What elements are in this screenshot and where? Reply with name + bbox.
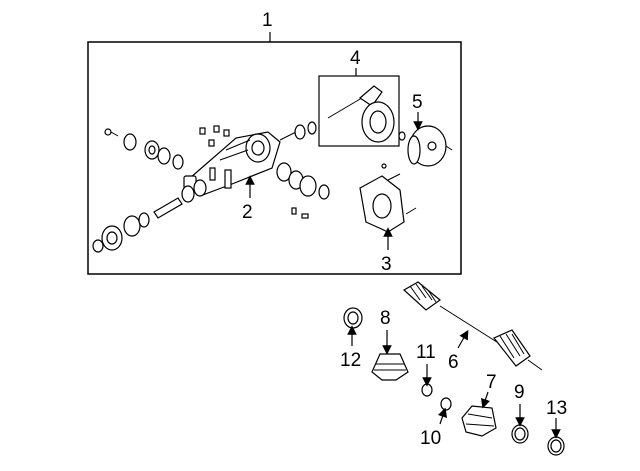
boot-8 bbox=[371, 353, 409, 381]
callout-7: 7 bbox=[486, 372, 497, 393]
callout-5: 5 bbox=[412, 92, 423, 113]
lower-left-axle bbox=[92, 179, 207, 253]
washer-11 bbox=[421, 383, 433, 397]
left-seals bbox=[104, 128, 184, 170]
boot-7 bbox=[461, 405, 497, 437]
differential-case bbox=[398, 125, 453, 167]
callout-10: 10 bbox=[420, 428, 441, 449]
callout-8: 8 bbox=[380, 308, 391, 329]
callout-6: 6 bbox=[448, 352, 459, 373]
pinion-bearings bbox=[279, 121, 317, 141]
callout-9: 9 bbox=[514, 382, 525, 403]
clip-10 bbox=[440, 397, 452, 411]
callout-4: 4 bbox=[350, 48, 361, 69]
callout-3: 3 bbox=[381, 254, 392, 275]
top-bolts bbox=[199, 125, 230, 147]
side-bearings bbox=[276, 162, 330, 219]
assembly-box bbox=[87, 41, 462, 275]
ring-pinion-box bbox=[318, 75, 400, 147]
callout-13: 13 bbox=[546, 398, 567, 419]
carrier-housing bbox=[183, 131, 281, 197]
rear-cover bbox=[359, 163, 417, 233]
callout-12: 12 bbox=[340, 350, 361, 371]
callout-1: 1 bbox=[262, 10, 273, 31]
callout-11: 11 bbox=[416, 342, 436, 363]
ring-gear-pinion bbox=[327, 85, 395, 143]
callout-2: 2 bbox=[242, 202, 253, 223]
drive-shaft bbox=[402, 281, 543, 371]
